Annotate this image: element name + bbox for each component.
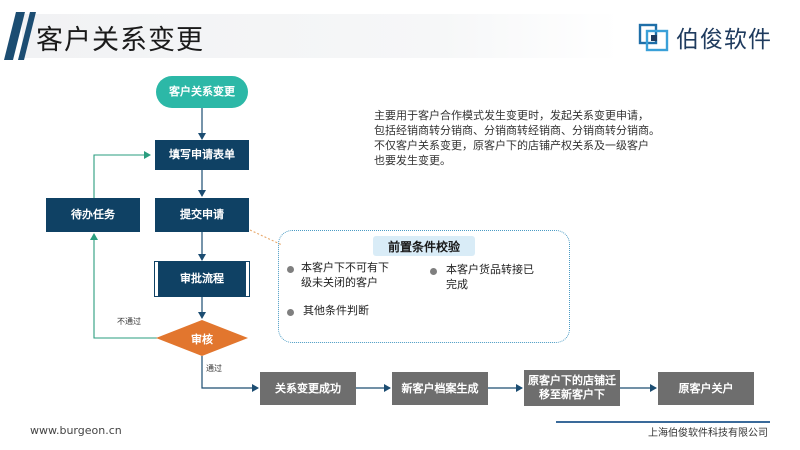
precondition-item-line: 本客户下不可有下 bbox=[301, 261, 389, 274]
footer-divider bbox=[556, 421, 770, 423]
arrow-review-pass bbox=[201, 356, 259, 392]
page-title: 客户关系变更 bbox=[36, 25, 204, 56]
node-start: 客户关系变更 bbox=[156, 76, 248, 108]
arrow-review-fail bbox=[90, 233, 158, 339]
arrow-todo-to-form bbox=[93, 151, 151, 198]
node-submit: 提交申请 bbox=[155, 198, 249, 232]
precondition-item-line: 其他条件判断 bbox=[303, 304, 369, 317]
node-review-label: 审核 bbox=[191, 333, 213, 346]
node-new-archive: 新客户档案生成 bbox=[392, 372, 488, 405]
callout-dotted-line bbox=[249, 229, 283, 246]
logo-icon bbox=[638, 23, 669, 52]
node-close-old: 原客户关户 bbox=[658, 372, 754, 405]
company-logo: 伯俊软件 bbox=[638, 20, 772, 54]
node-transfer-stores: 原客户下的店铺迁 移至新客户下 bbox=[524, 370, 620, 406]
node-fill-form: 填写申请表单 bbox=[155, 140, 249, 170]
footer-website: www.burgeon.cn bbox=[30, 424, 122, 437]
node-approval: 审批流程 bbox=[155, 262, 249, 296]
node-success: 关系变更成功 bbox=[260, 372, 356, 405]
bullet-icon bbox=[287, 309, 294, 316]
precondition-item: 其他条件判断 bbox=[303, 303, 369, 318]
title-band bbox=[22, 14, 620, 58]
description-line: 不仅客户关系变更，原客户下的店铺产权关系及一级客户 bbox=[374, 139, 649, 152]
description-line: 主要用于客户合作模式发生变更时，发起关系变更申请， bbox=[374, 109, 649, 122]
precondition-item-line: 完成 bbox=[446, 278, 468, 291]
logo-text: 伯俊软件 bbox=[676, 27, 772, 53]
bullet-icon bbox=[430, 268, 437, 275]
precondition-box bbox=[278, 230, 570, 343]
node-transfer-line1: 原客户下的店铺迁 bbox=[528, 374, 616, 388]
description-text: 主要用于客户合作模式发生变更时，发起关系变更申请， 包括经销商转分销商、分销商转… bbox=[374, 108, 684, 168]
precondition-item-line: 本客户货品转接已 bbox=[446, 263, 534, 276]
bullet-icon bbox=[287, 266, 294, 273]
precondition-title: 前置条件校验 bbox=[373, 236, 475, 256]
precondition-item: 本客户下不可有下 级未关闭的客户 bbox=[301, 260, 389, 290]
node-transfer-line2: 移至新客户下 bbox=[539, 388, 605, 401]
node-todo: 待办任务 bbox=[46, 198, 140, 232]
precondition-item: 本客户货品转接已 完成 bbox=[446, 262, 534, 292]
label-fail: 不通过 bbox=[117, 317, 141, 326]
footer-company: 上海伯俊软件科技有限公司 bbox=[648, 428, 768, 439]
description-line: 包括经销商转分销商、分销商转经销商、分销商转分销商。 bbox=[374, 124, 660, 137]
precondition-item-line: 级未关闭的客户 bbox=[301, 276, 378, 289]
description-line: 也要发生变更。 bbox=[374, 154, 451, 167]
label-pass: 通过 bbox=[206, 364, 222, 373]
review-diamond bbox=[156, 320, 248, 356]
